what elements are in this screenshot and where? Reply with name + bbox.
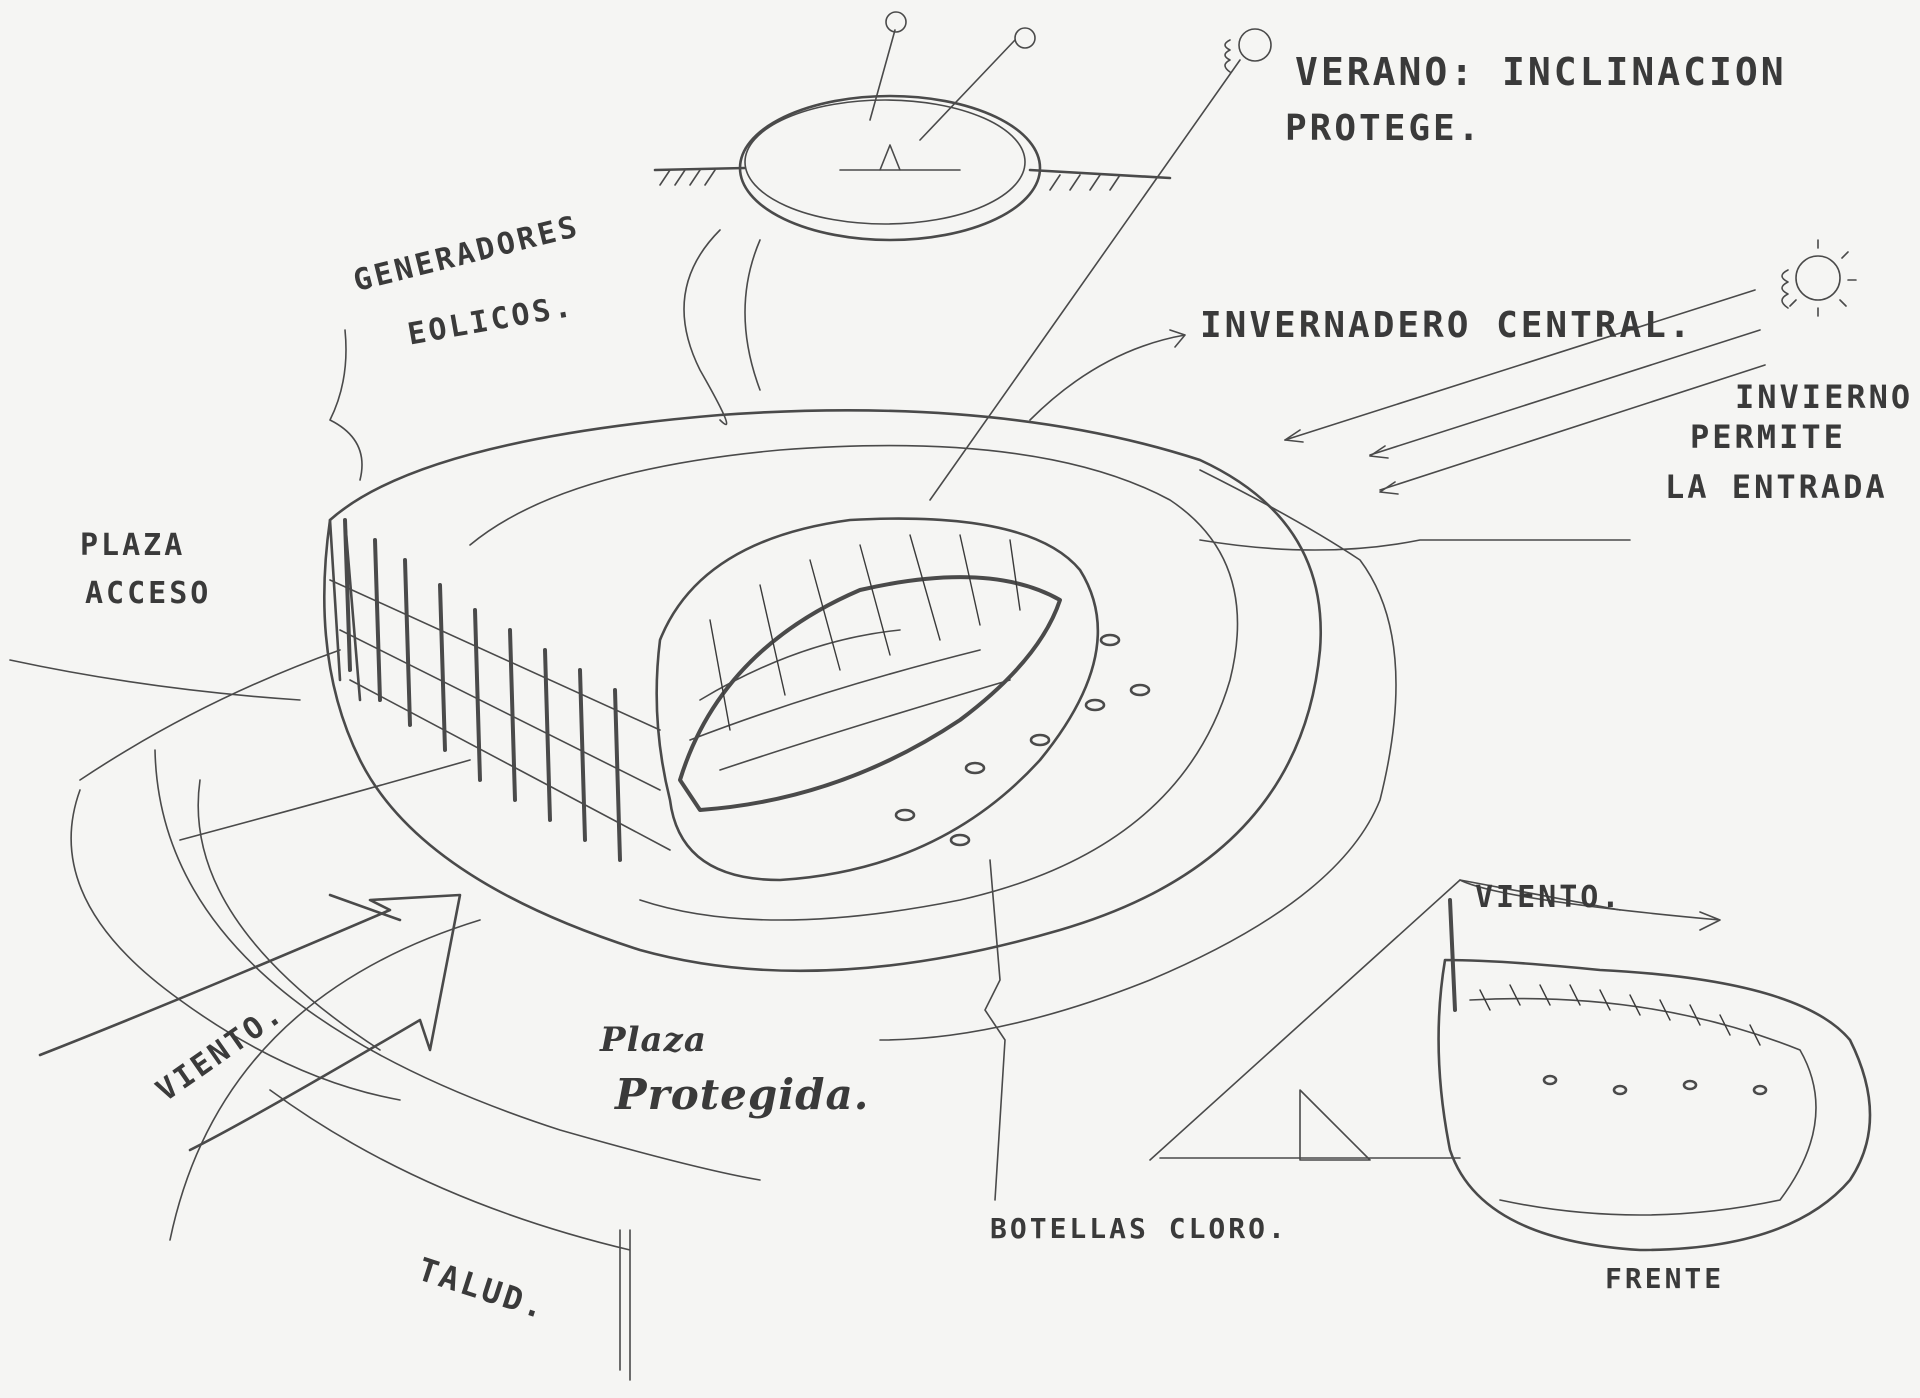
- label-viento-right: VIENTO.: [1475, 880, 1623, 915]
- generadores-leader: [329, 329, 363, 481]
- invernadero-leader: [1029, 329, 1186, 421]
- sun-icon: [885, 11, 1857, 317]
- label-plaza-protegida-2: Protegida.: [615, 1070, 870, 1119]
- ground-lines: [9, 649, 761, 1381]
- connector-loop: [683, 229, 761, 426]
- botellas-leader: [984, 859, 1006, 1201]
- label-botellas: BOTELLAS CLORO.: [990, 1212, 1288, 1245]
- label-plaza-acceso-1: PLAZA: [80, 528, 186, 563]
- wind-arrow-right: [1459, 879, 1721, 931]
- wind-arrow: [38, 893, 462, 1152]
- label-invernadero: INVERNADERO CENTRAL.: [1200, 305, 1694, 346]
- winter-sun-rays: [929, 59, 1766, 501]
- chlorine-bottles: [894, 633, 1768, 1096]
- label-verano-2: PROTEGE.: [1285, 108, 1483, 149]
- label-plaza-acceso-2: ACCESO: [85, 576, 212, 611]
- label-invierno-1: INVIERNO: [1735, 378, 1914, 416]
- label-verano-1: VERANO: INCLINACION: [1295, 50, 1787, 94]
- label-plaza-protegida-1: Plaza: [600, 1020, 707, 1060]
- label-frente: FRENTE: [1605, 1262, 1725, 1295]
- main-building: [323, 409, 1322, 973]
- label-invierno-2: PERMITE: [1690, 418, 1846, 456]
- label-invierno-3: LA ENTRADA: [1665, 468, 1888, 506]
- summer-section-sketch: [653, 29, 1172, 242]
- front-section-sketch: [1437, 898, 1872, 1252]
